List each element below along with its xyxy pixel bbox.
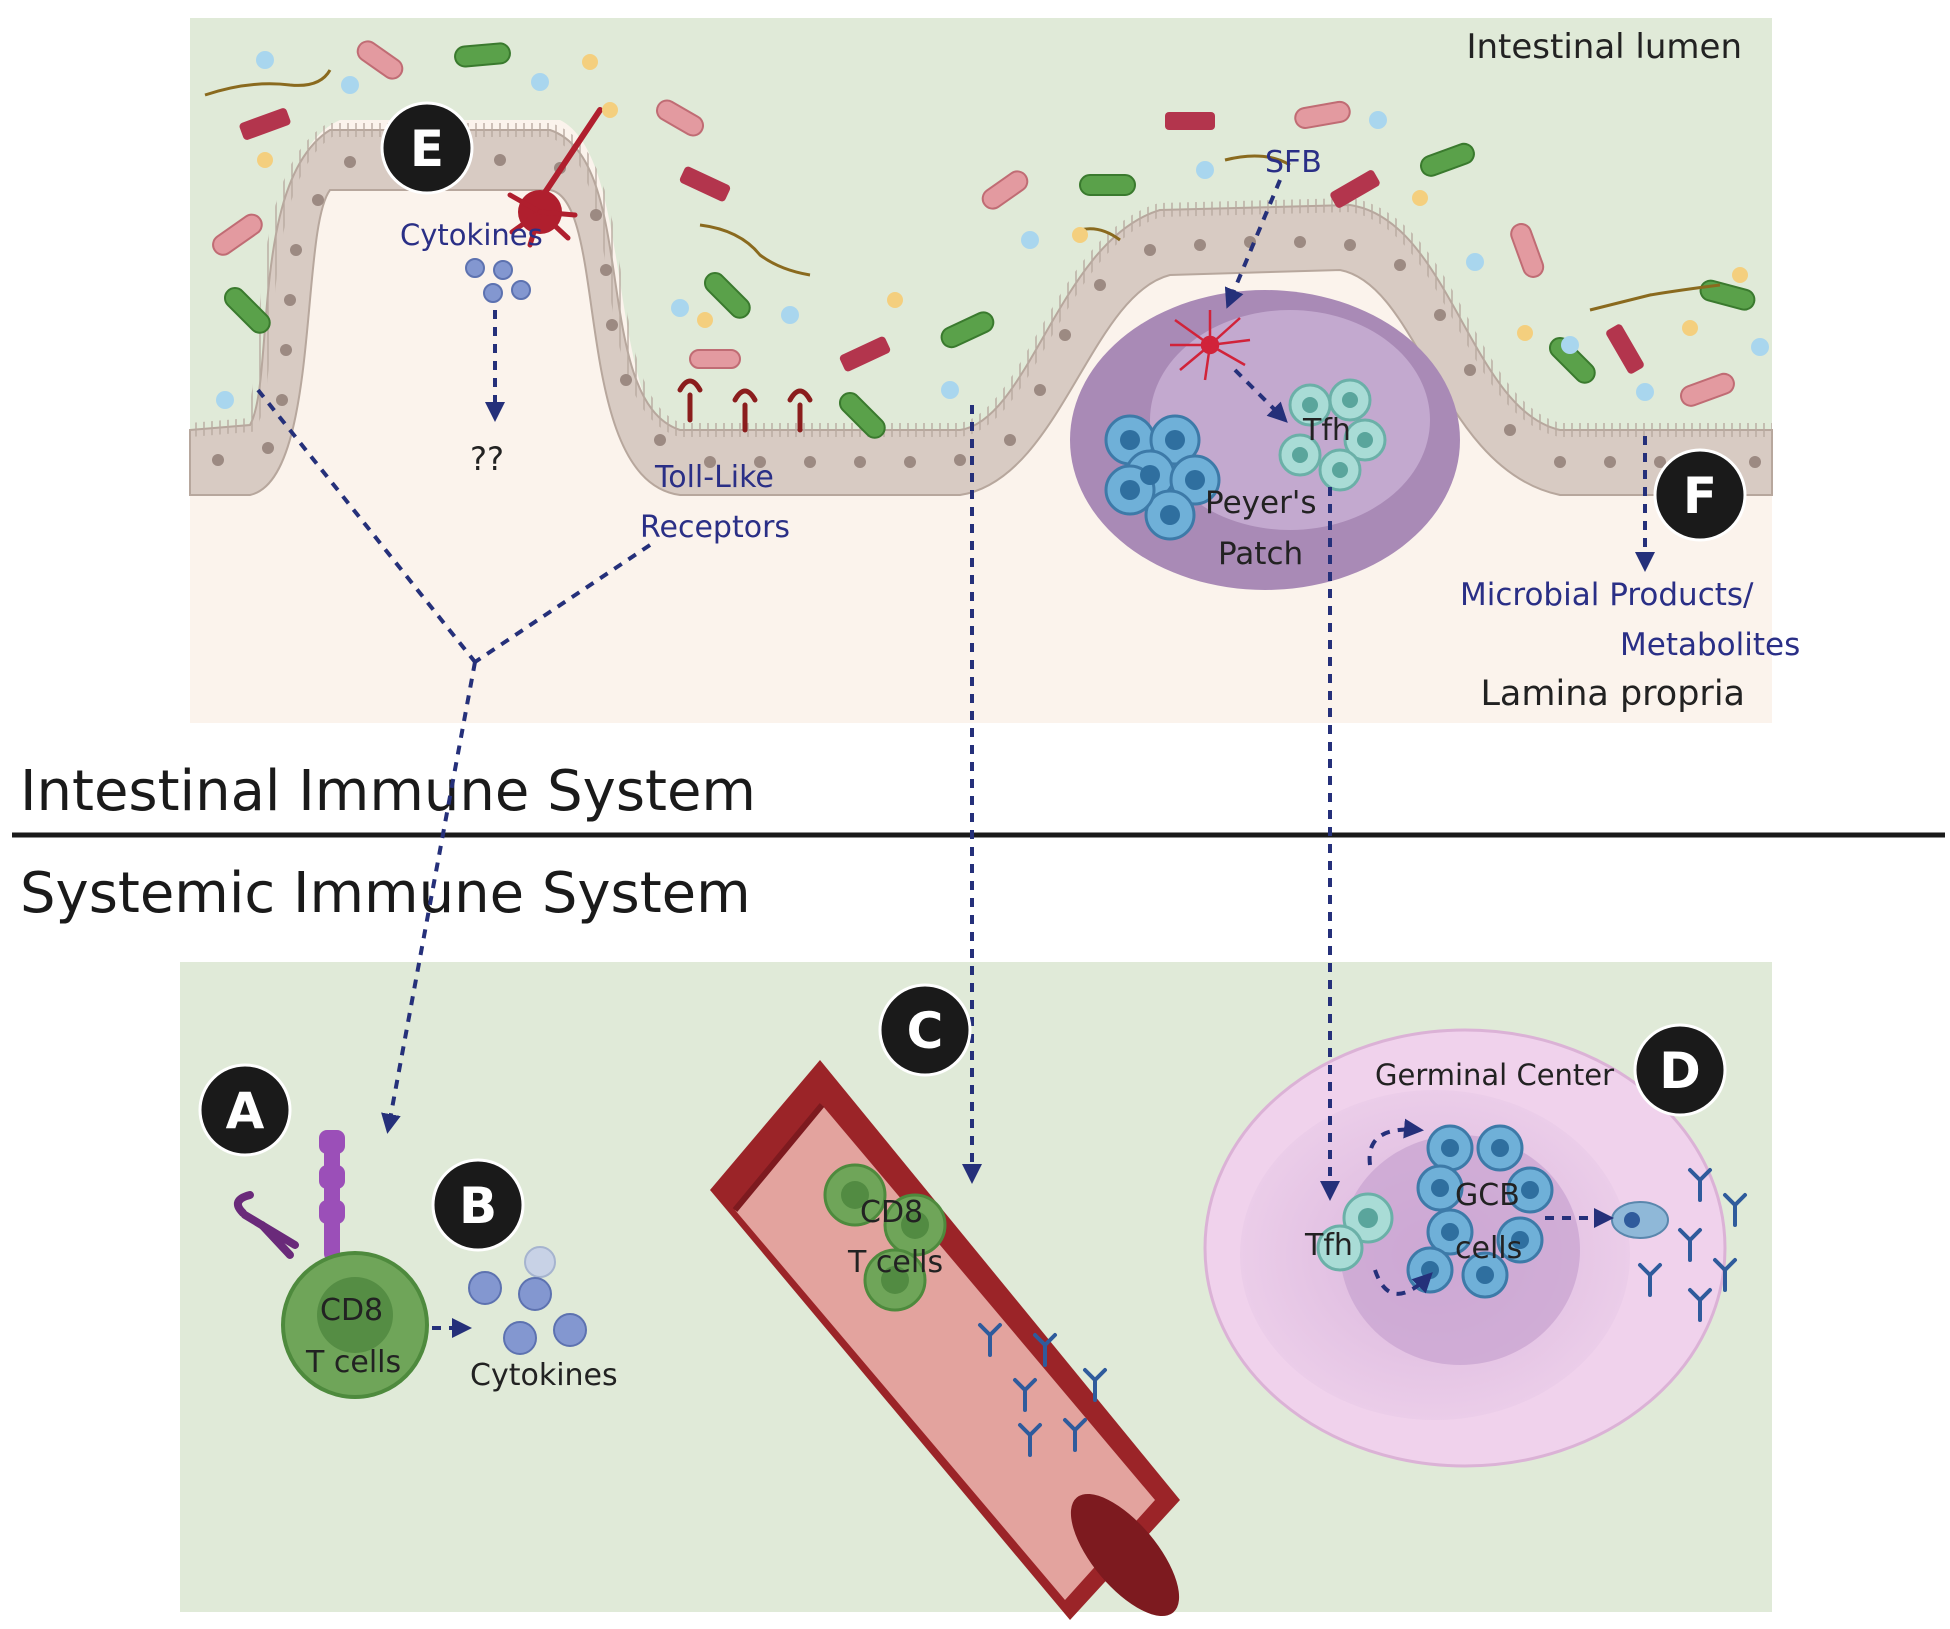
svg-text:F: F bbox=[1683, 467, 1717, 525]
germinal-center: Germinal Center Tfh GCB cells bbox=[1203, 1028, 1747, 1468]
peyers-patch-label-1: Peyer's bbox=[1205, 485, 1317, 521]
dendritic-cell-icon bbox=[507, 107, 603, 248]
arrow-junction-to-a bbox=[381, 661, 477, 1134]
unknown-label: ?? bbox=[470, 440, 504, 478]
cytokines-top-label: Cytokines bbox=[400, 218, 543, 252]
toll-like-receptor-icon bbox=[677, 378, 813, 433]
badge-b: B bbox=[431, 1158, 525, 1252]
svg-text:C: C bbox=[907, 1002, 944, 1060]
sfb-label: SFB bbox=[1265, 145, 1322, 180]
gcb-label-1: GCB bbox=[1455, 1178, 1520, 1213]
tfh-top-label: Tfh bbox=[1302, 413, 1351, 448]
badge-e: E bbox=[380, 101, 474, 195]
b-cell-cluster bbox=[1104, 414, 1221, 541]
cytokine-icon bbox=[465, 258, 531, 303]
cd8-a-label-2: T cells bbox=[305, 1345, 401, 1380]
cd8-c-label-1: CD8 bbox=[860, 1195, 923, 1230]
systemic-panel: CD8 T cells Cytokines CD8 T cells bbox=[180, 962, 1772, 1620]
peyers-patch bbox=[1070, 290, 1460, 590]
intestinal-panel: Intestinal lumen Lamina propria Cytokine… bbox=[189, 18, 1800, 723]
tfh-bottom-label: Tfh bbox=[1304, 1228, 1353, 1263]
badge-f: F bbox=[1653, 448, 1747, 542]
arrow-sfb-to-dc bbox=[1224, 179, 1282, 309]
svg-text:E: E bbox=[410, 120, 444, 178]
svg-text:B: B bbox=[459, 1177, 497, 1235]
cd8-t-cell-a: CD8 T cells bbox=[233, 1130, 429, 1399]
arrow-tfh-to-gcb-lower bbox=[1373, 1269, 1433, 1296]
tfh-cell-d bbox=[1316, 1192, 1394, 1272]
lumen-label: Intestinal lumen bbox=[1466, 27, 1742, 67]
plasma-cell bbox=[1611, 1201, 1669, 1239]
toll-like-label-1: Toll-Like bbox=[654, 460, 774, 495]
arrow-tfh-to-gcb-upper bbox=[1367, 1118, 1424, 1166]
badge-d: D bbox=[1633, 1023, 1727, 1117]
metabolite-dots bbox=[216, 51, 1769, 409]
t-cell-receptor-icon bbox=[319, 1130, 345, 1260]
svg-text:A: A bbox=[226, 1082, 265, 1140]
cd8-a-label-1: CD8 bbox=[320, 1293, 383, 1328]
badge-c: C bbox=[878, 983, 972, 1077]
intestinal-title: Intestinal Immune System bbox=[20, 759, 756, 824]
t-cell-receptor-icon bbox=[233, 1191, 299, 1259]
gcb-label-2: cells bbox=[1455, 1231, 1522, 1266]
arrow-tlr-to-junction bbox=[473, 543, 652, 664]
cytokines-bottom-label: Cytokines bbox=[470, 1358, 618, 1393]
pathway-arrows bbox=[256, 179, 1655, 1338]
systemic-title: Systemic Immune System bbox=[20, 861, 751, 926]
dendritic-cell-icon bbox=[1170, 310, 1251, 381]
microbial-label-2: Metabolites bbox=[1620, 627, 1800, 663]
badge-a: A bbox=[198, 1063, 292, 1157]
germinal-center-label: Germinal Center bbox=[1375, 1058, 1614, 1092]
arrow-villus-to-junction bbox=[256, 388, 477, 664]
cd8-c-label-2: T cells bbox=[847, 1245, 943, 1280]
antibody-icon bbox=[1638, 1168, 1747, 1322]
lamina-propria-label: Lamina propria bbox=[1480, 674, 1745, 714]
toll-like-label-2: Receptors bbox=[640, 510, 790, 545]
peyers-patch-label-2: Patch bbox=[1218, 536, 1303, 572]
svg-text:D: D bbox=[1659, 1042, 1701, 1100]
blood-vessel: CD8 T cells bbox=[710, 1060, 1180, 1620]
arrow-dc-to-tfh bbox=[1233, 368, 1288, 423]
cytokine-icon bbox=[468, 1246, 587, 1355]
gcb-cell-cluster bbox=[1406, 1124, 1554, 1299]
antibody-icon bbox=[978, 1323, 1107, 1457]
microbial-label-1: Microbial Products/ bbox=[1460, 577, 1754, 613]
bacteria-icon bbox=[204, 40, 1756, 439]
brush-border bbox=[189, 123, 1772, 437]
